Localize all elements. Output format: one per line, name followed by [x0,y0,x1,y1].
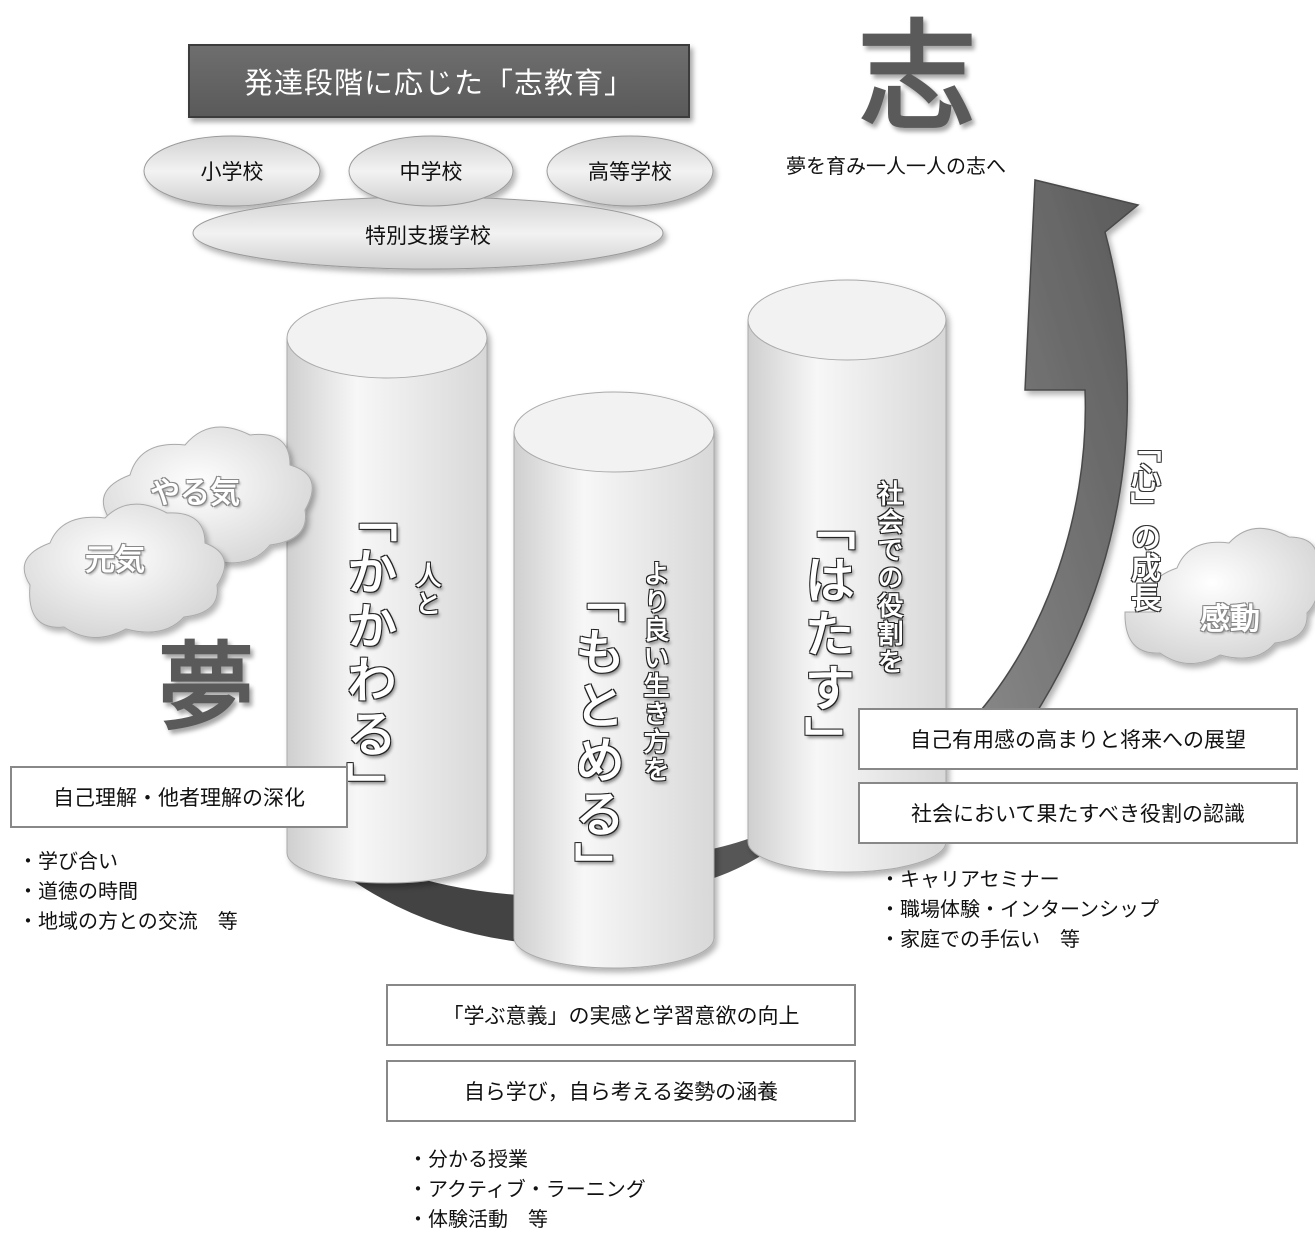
cloud-motivation-label: やる気 [150,476,240,511]
list-item: ・学び合い [18,849,118,873]
list-item: ・アクティブ・ラーニング [408,1177,646,1201]
label-high: 高等学校 [588,160,672,184]
school-pills [143,135,714,270]
list-item: ・職場体験・インターンシップ [880,897,1159,921]
label-elementary: 小学校 [200,160,264,184]
pillar-left-title: 「かかわる」 [339,492,397,816]
bottom-info-box-1: 「学ぶ意義」の実感と学習意欲の向上 [386,984,856,1046]
left-info-box: 自己理解・他者理解の深化 [10,766,348,828]
list-item: ・体験活動 等 [408,1207,548,1231]
list-item: ・キャリアセミナー [880,867,1060,891]
pill-high [546,135,714,207]
cloud-spirit-label: 元気 [85,543,145,578]
pillar-middle-title: 「もとめる」 [567,572,625,896]
bottom-bullet-list: ・分かる授業 ・アクティブ・ラーニング ・体験活動 等 [408,1144,646,1234]
cloud-spirit [23,503,226,638]
pillar-middle-subtitle: より良い生き方を [639,560,669,784]
pillar-left-shape [286,297,488,884]
list-item: ・道徳の時間 [18,879,138,903]
cloud-emotion [1124,527,1315,664]
right-info-box-1: 自己有用感の高まりと将来への展望 [858,708,1298,770]
pillar-right-subtitle: 社会での役割を [873,480,903,676]
list-item: ・家庭での手伝い 等 [880,927,1080,951]
label-special: 特別支援学校 [365,224,491,248]
dream-kanji: 夢 [158,632,254,744]
pill-elementary [143,135,321,207]
list-item: ・地域の方との交流 等 [18,909,238,933]
pillar-left-subtitle: 人と [411,562,441,618]
goal-kanji: 志 [858,8,977,146]
list-item: ・分かる授業 [408,1147,528,1171]
goal-caption: 夢を育み一人一人の志へ [786,154,1006,178]
cloud-emotion-label: 感動 [1200,602,1260,637]
label-junior: 中学校 [399,160,463,184]
growth-arrow [963,179,1140,753]
pill-junior [348,135,514,207]
pillar-right-title: 「はたす」 [797,500,855,770]
growth-arrow-label: 「心」の成長 [1125,432,1160,612]
pillar-middle-shape [513,391,715,969]
right-bullet-list: ・キャリアセミナー ・職場体験・インターンシップ ・家庭での手伝い 等 [880,864,1159,954]
left-bullet-list: ・学び合い ・道徳の時間 ・地域の方との交流 等 [18,846,238,936]
bottom-info-box-2: 自ら学び，自ら考える姿勢の涵養 [386,1060,856,1122]
right-info-box-2: 社会において果たすべき役割の認識 [858,782,1298,844]
page-title: 発達段階に応じた「志教育」 [188,44,690,118]
